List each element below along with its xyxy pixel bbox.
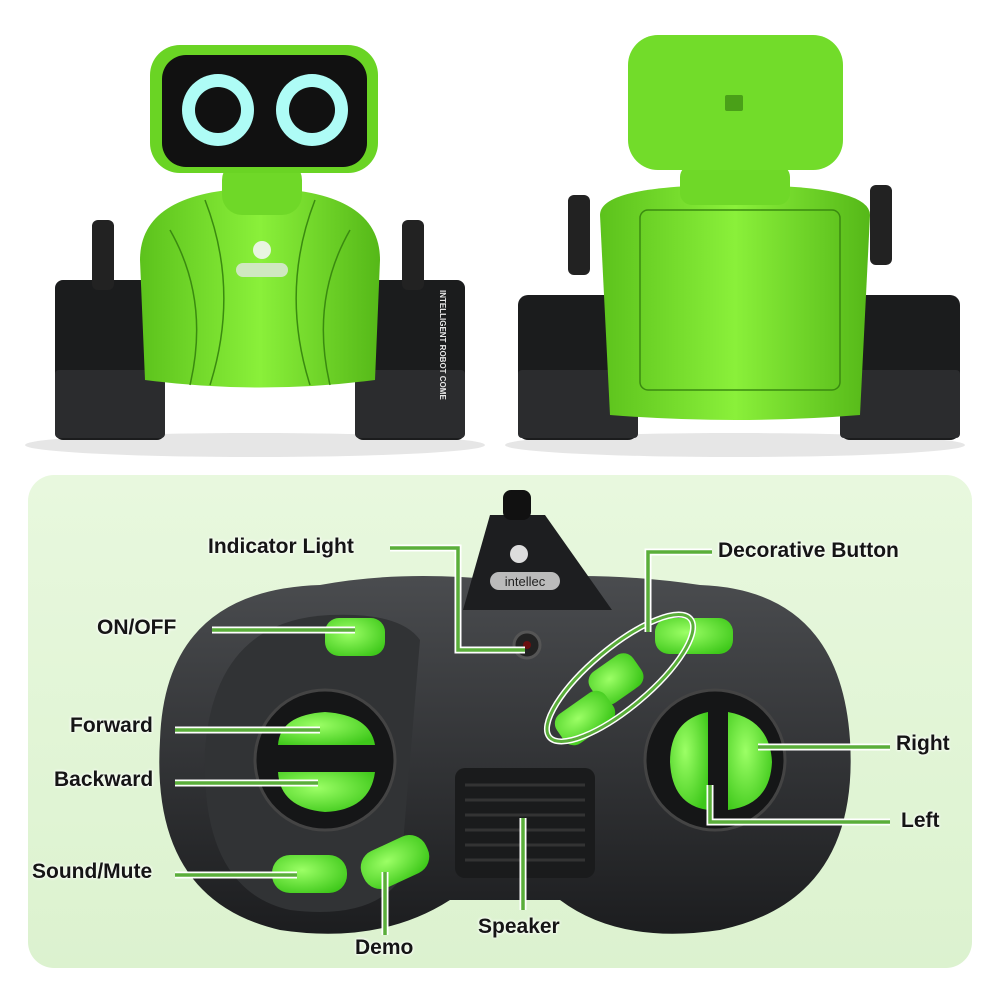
demo-button[interactable]	[355, 829, 435, 895]
robot-back	[505, 35, 965, 457]
remote-controller: intellec	[159, 490, 851, 934]
label-forward: Forward	[70, 714, 153, 737]
decorative-button[interactable]	[584, 649, 648, 710]
label-backward: Backward	[54, 768, 154, 791]
label-on-off: ON/OFF	[97, 616, 177, 639]
label-indicator-light: Indicator Light	[208, 535, 354, 558]
label-left: Left	[901, 809, 940, 832]
brand-logo-text: intellec	[505, 574, 546, 589]
decorative-button[interactable]	[550, 686, 620, 750]
label-speaker: Speaker	[478, 915, 560, 938]
right-button[interactable]	[728, 712, 772, 810]
track-print-text: INTELLIGENT ROBOT COME	[438, 290, 447, 400]
forward-button[interactable]	[278, 712, 375, 745]
on-off-switch[interactable]	[325, 618, 385, 656]
left-button[interactable]	[670, 712, 708, 810]
label-decorative-button: Decorative Button	[718, 539, 899, 562]
label-sound-mute: Sound/Mute	[32, 860, 153, 883]
label-right: Right	[896, 732, 950, 755]
robot-front: INTELLIGENT ROBOT COME	[25, 45, 485, 457]
leader-lines	[175, 544, 890, 935]
label-demo: Demo	[355, 936, 414, 959]
sound-mute-button[interactable]	[272, 855, 347, 893]
